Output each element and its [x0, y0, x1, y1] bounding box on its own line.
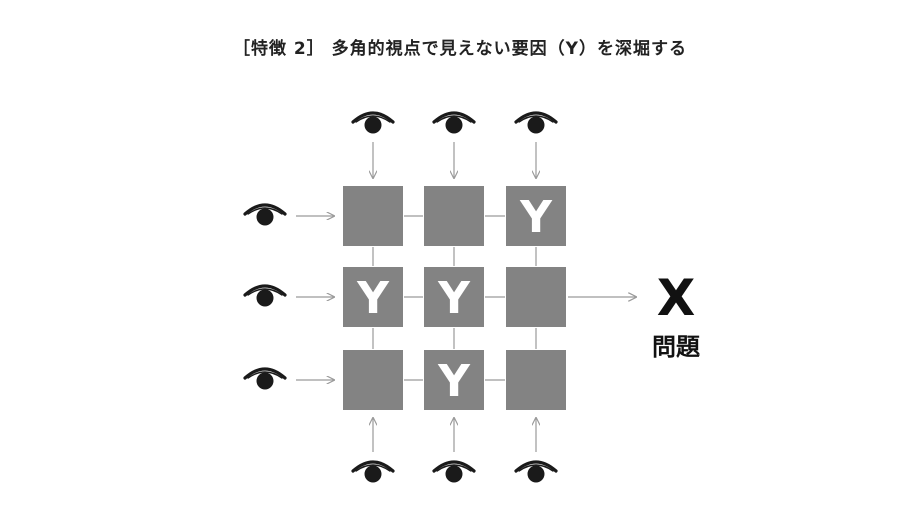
grid-cell	[506, 267, 566, 327]
eye-icon	[432, 111, 476, 134]
grid-cell	[506, 186, 566, 246]
eye-icon	[514, 111, 558, 134]
grid-cell	[424, 267, 484, 327]
cell-letter: Y	[356, 273, 390, 324]
grid-cell	[424, 350, 484, 410]
result-letter: X	[657, 269, 696, 327]
eye-icon	[432, 460, 476, 483]
eye-icon	[243, 203, 287, 226]
cell-letter: Y	[437, 356, 471, 407]
cell-letter: Y	[437, 273, 471, 324]
view-arrows	[296, 142, 536, 452]
cell-letter: Y	[519, 192, 553, 243]
eye-icon	[351, 460, 395, 483]
grid-cell	[343, 186, 403, 246]
grid-cell	[424, 186, 484, 246]
connectors	[372, 215, 537, 381]
eye-icon	[243, 284, 287, 307]
diagram-title: ［特徴 2］ 多角的視点で見えない要因（Y）を深堀する	[233, 39, 687, 59]
grid-cell	[343, 267, 403, 327]
eye-icon	[243, 367, 287, 390]
result-group: X 問題	[568, 269, 701, 361]
grid-cell	[506, 350, 566, 410]
observer-eyes	[243, 111, 558, 483]
grid-cell	[343, 350, 403, 410]
eye-icon	[351, 111, 395, 134]
result-label: 問題	[652, 333, 701, 361]
eye-icon	[514, 460, 558, 483]
